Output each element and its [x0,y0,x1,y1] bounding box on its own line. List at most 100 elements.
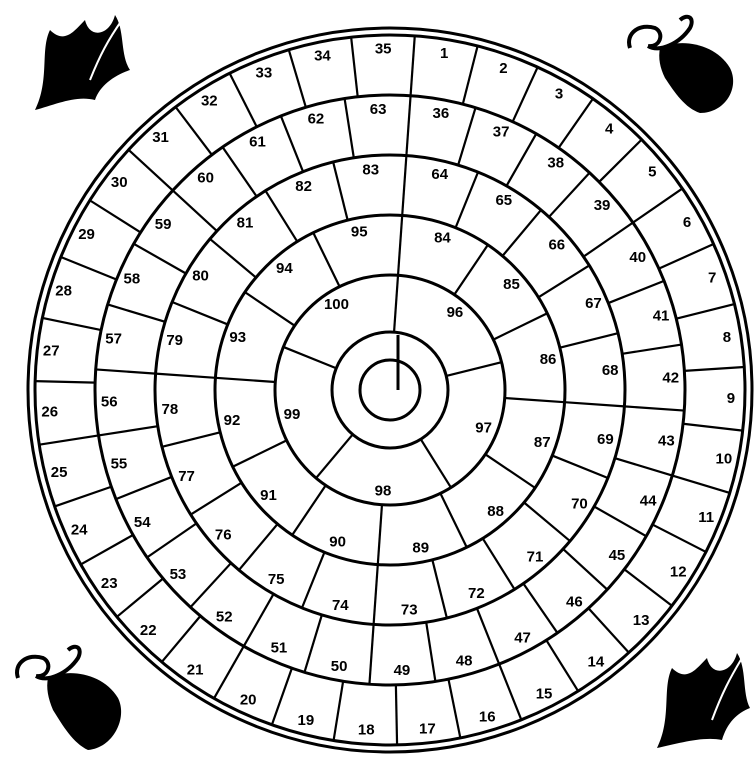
square-100-label: 100 [324,296,349,313]
square-75-label: 75 [268,571,285,588]
square-74-label: 74 [332,597,349,614]
square-divider [173,190,217,231]
square-4-label: 4 [605,120,614,137]
square-79-label: 79 [166,332,183,349]
square-divider [42,318,101,330]
square-divider [505,398,565,402]
square-2-label: 2 [499,60,507,77]
square-divider [210,239,256,278]
square-divider [402,156,406,216]
square-divider [129,150,173,191]
square-divider [615,458,672,475]
square-39-label: 39 [594,197,611,214]
square-divider [560,333,618,348]
square-40-label: 40 [629,249,646,266]
square-43-label: 43 [658,432,675,449]
square-divider [304,615,321,672]
square-22-label: 22 [140,622,157,639]
square-85-label: 85 [503,276,520,293]
square-76-label: 76 [215,526,232,543]
square-37-label: 37 [493,123,510,140]
square-5-label: 5 [648,164,656,181]
square-divider [215,378,275,382]
square-divider [684,367,744,371]
square-47-label: 47 [514,629,531,646]
square-86-label: 86 [540,351,557,368]
square-divider [502,210,541,256]
square-divider [345,99,354,158]
square-divider [244,594,274,646]
square-31-label: 31 [152,129,169,146]
square-divider [292,485,326,535]
square-divider [313,233,339,287]
square-divider [162,616,201,662]
square-divider [230,73,257,127]
square-71-label: 71 [527,548,544,565]
square-divider [563,549,607,590]
square-81-label: 81 [237,215,254,232]
square-divider [432,560,447,618]
square-divider [506,134,536,186]
square-63-label: 63 [370,101,387,118]
square-divider [191,483,242,515]
square-62-label: 62 [308,110,325,127]
square-6-label: 6 [683,214,691,231]
square-divider [653,525,706,552]
square-92-label: 92 [224,412,241,429]
square-divider [565,402,625,406]
square-20-label: 20 [240,692,257,709]
square-28-label: 28 [55,283,72,300]
square-35-label: 35 [375,41,392,58]
square-93-label: 93 [229,329,246,346]
square-divider [594,506,646,536]
square-divider [378,505,382,565]
square-44-label: 44 [640,493,657,510]
square-divider [446,362,501,376]
square-divider [61,257,117,279]
scroll-ornament-top-right [629,17,733,113]
square-divider [369,624,373,684]
square-divider [524,502,570,541]
square-46-label: 46 [566,594,583,611]
square-divider [499,664,521,720]
square-38-label: 38 [547,155,564,172]
square-51-label: 51 [271,640,288,657]
square-61-label: 61 [249,134,266,151]
square-divider [96,369,156,373]
square-divider [81,535,133,564]
square-divider [99,426,158,435]
leaf-ornament-top-left [35,15,130,110]
square-divider [245,292,295,326]
square-divider [223,147,257,196]
square-divider [552,456,608,478]
square-divider [633,189,682,223]
square-78-label: 78 [161,401,178,418]
square-52-label: 52 [216,608,233,625]
square-divider [233,440,287,466]
square-83-label: 83 [362,161,379,178]
square-divider [448,679,460,738]
square-97-label: 97 [475,419,492,436]
square-divider [272,668,292,725]
square-95-label: 95 [351,223,368,240]
square-divider [302,552,324,608]
square-divider [398,215,402,275]
square-divider [134,244,186,274]
square-divider [485,454,535,488]
square-divider [172,302,228,324]
square-divider [559,99,593,148]
square-70-label: 70 [571,495,588,512]
square-16-label: 16 [479,708,496,725]
square-15-label: 15 [536,686,553,703]
square-49-label: 49 [394,662,411,679]
square-divider [546,640,578,691]
square-13-label: 13 [633,612,650,629]
square-68-label: 68 [602,362,619,379]
square-94-label: 94 [276,260,293,277]
square-72-label: 72 [468,585,485,602]
square-25-label: 25 [51,464,68,481]
square-54-label: 54 [134,514,151,531]
square-divider [147,523,196,557]
square-divider [683,424,743,431]
square-56-label: 56 [101,393,118,410]
